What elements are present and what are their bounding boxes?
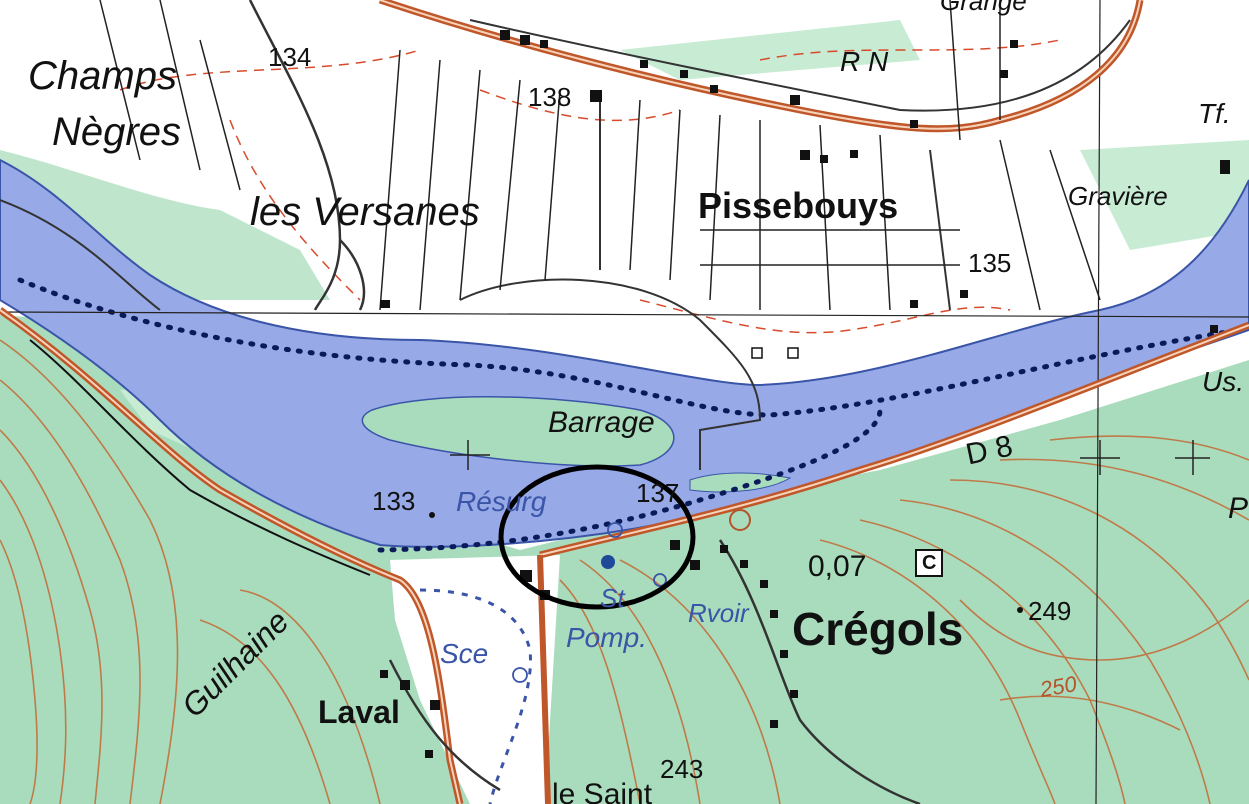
river-island bbox=[361, 396, 675, 467]
elevation-133: 133 bbox=[372, 486, 416, 516]
label-graviere: Gravière bbox=[1068, 181, 1168, 211]
elevation-249: 249 bbox=[1028, 596, 1072, 626]
spot-height-dots bbox=[429, 512, 1023, 613]
forest-strip-north bbox=[620, 20, 920, 80]
label-grange: Grange bbox=[940, 0, 1027, 16]
chapel-symbol bbox=[729, 509, 751, 531]
camping-symbol-letter: C bbox=[922, 552, 937, 574]
label-p-edge: P bbox=[1228, 492, 1249, 525]
label-resurg: Résurg bbox=[456, 486, 547, 517]
river-dotted-line-south bbox=[377, 407, 883, 553]
water-symbols bbox=[512, 522, 667, 683]
label-barrage: Barrage bbox=[548, 406, 655, 439]
contour-lines bbox=[0, 339, 1249, 804]
label-les-versanes: les Versanes bbox=[250, 190, 480, 234]
forest-north-east bbox=[1080, 140, 1249, 250]
elevation-134: 134 bbox=[268, 42, 312, 72]
buildings bbox=[380, 30, 1230, 758]
elevation-243: 243 bbox=[660, 754, 704, 784]
clearing-laval bbox=[390, 555, 560, 804]
label-tf: Tf. bbox=[1198, 98, 1231, 129]
pumping-station-symbol bbox=[601, 555, 615, 569]
label-rn: R N bbox=[840, 46, 889, 77]
river-dotted-line-north bbox=[17, 277, 1243, 418]
label-pissebouys: Pissebouys bbox=[698, 185, 899, 226]
road-versanes bbox=[248, 0, 342, 311]
label-negres: Nègres bbox=[52, 110, 181, 154]
label-rvoir: Rvoir bbox=[688, 598, 749, 628]
elevation-135: 135 bbox=[968, 248, 1012, 278]
survey-crosses bbox=[450, 440, 1210, 475]
label-le-saint: le Saint bbox=[552, 778, 653, 804]
open-buildings bbox=[751, 347, 799, 359]
road-rn-upper bbox=[469, 19, 1131, 112]
boundary-dashed-lines bbox=[119, 39, 1061, 334]
elevation-138: 138 bbox=[528, 82, 572, 112]
label-us: Us. bbox=[1202, 366, 1244, 397]
elevation-137: 137 bbox=[636, 478, 680, 508]
highlight-circle bbox=[498, 464, 696, 610]
road-cregols bbox=[718, 539, 921, 804]
camping-symbol-box bbox=[915, 549, 943, 577]
label-st: St bbox=[600, 583, 625, 613]
label-champs: Champs bbox=[28, 54, 177, 98]
label-laval: Laval bbox=[318, 694, 400, 730]
label-cregols: Crégols bbox=[792, 603, 964, 655]
railway-west bbox=[29, 339, 371, 576]
river-island-small bbox=[689, 472, 792, 493]
elevation-0-07: 0,07 bbox=[808, 550, 867, 583]
label-sce: Sce bbox=[440, 638, 489, 669]
label-pomp: Pomp. bbox=[566, 622, 647, 653]
